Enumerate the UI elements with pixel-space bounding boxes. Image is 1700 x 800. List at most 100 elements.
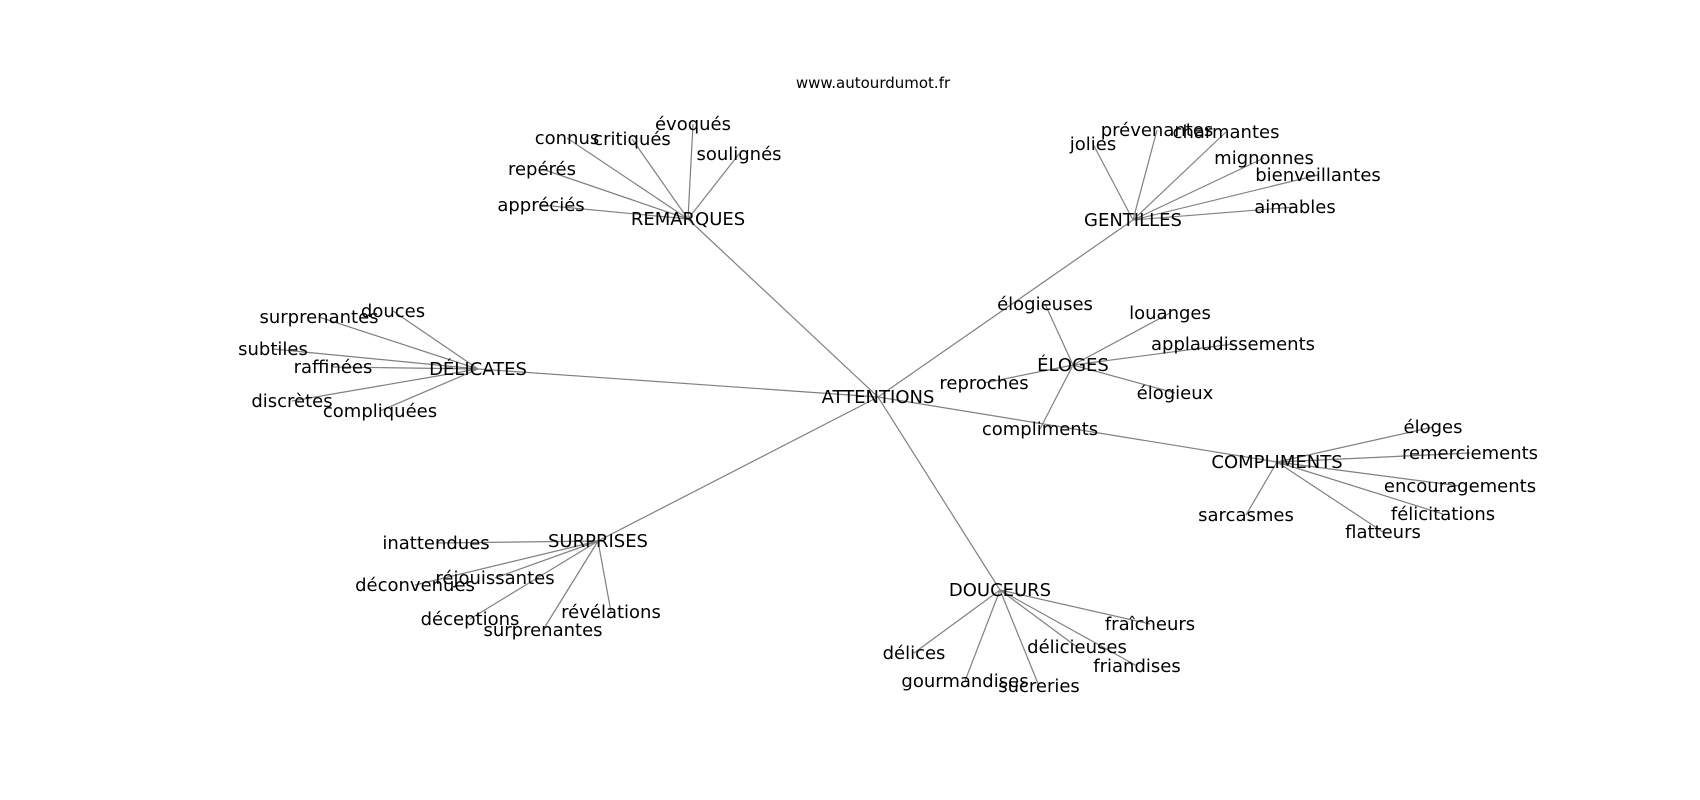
leaf-node-soulignes: soulignés [696, 144, 781, 165]
edge-attentions-compliments_hub [877, 396, 1278, 463]
edge-surprises-deceptions [469, 540, 599, 620]
leaf-node-raffinees: raffinées [294, 357, 373, 378]
edge-attentions-surprises [597, 396, 879, 542]
edge-eloges-elogieux [1072, 364, 1176, 394]
labels-layer: ATTENTIONS REMARQUES GENTILLES DÉLICATES ÉLO… [238, 114, 1538, 697]
edge-compliments_hub-remerciements [1276, 452, 1471, 463]
edge-delicates-raffinees [332, 366, 479, 370]
leaf-node-compliments_leaf: compliments [982, 419, 1098, 440]
leaf-node-reproches: reproches [939, 373, 1028, 394]
edge-douceurs-fraicheurs [999, 589, 1151, 625]
hub-node-compliments_hub: COMPLIMENTS [1211, 452, 1342, 473]
leaf-node-louanges: louanges [1129, 303, 1211, 324]
leaf-node-deconvenues: déconvenues [355, 575, 475, 596]
edges-layer [272, 123, 1471, 687]
leaf-node-fraicheurs: fraîcheurs [1105, 614, 1195, 635]
edge-delicates-discretes [291, 368, 479, 402]
leaf-node-surprenantes_s: surprenantes [483, 620, 602, 641]
edge-surprises-revelations [597, 540, 612, 613]
leaf-node-bienveillantes: bienveillantes [1255, 165, 1381, 186]
leaf-node-delices: délices [883, 643, 946, 664]
leaf-node-douces: douces [361, 301, 425, 322]
leaf-node-encouragements: encouragements [1384, 476, 1536, 497]
edge-gentilles-prevenantes [1132, 129, 1158, 221]
edge-eloges-compliments_leaf [1039, 364, 1074, 430]
source-label: www.autourdumot.fr [796, 74, 951, 92]
edge-gentilles-aimables [1132, 206, 1296, 221]
edge-gentilles-bienveillantes [1132, 174, 1319, 221]
hub-node-eloges: ÉLOGES [1037, 354, 1109, 376]
edge-surprises-surprenantes_s [542, 540, 599, 631]
edge-attentions-delicates [477, 368, 879, 398]
leaf-node-eloges_leaf: éloges [1404, 417, 1463, 438]
edge-surprises-rejouissantes [494, 540, 599, 579]
edge-eloges-louanges [1072, 312, 1171, 366]
leaf-node-critiques: critiqués [593, 129, 671, 150]
edge-attentions-douceurs [877, 396, 1001, 591]
edge-gentilles-jolies [1092, 143, 1134, 221]
edge-compliments_hub-encouragements [1276, 461, 1461, 487]
edge-compliments_hub-flatteurs [1276, 461, 1384, 533]
leaf-node-deceptions: déceptions [421, 609, 520, 630]
leaf-node-friandises: friandises [1093, 656, 1180, 677]
leaf-node-rejouissantes: réjouissantes [435, 568, 554, 589]
leaf-node-elogieux: élogieux [1137, 383, 1214, 404]
edge-eloges-applaudissements [1072, 343, 1234, 366]
edge-douceurs-sucreries [999, 589, 1040, 687]
leaf-node-gourmandises: gourmandises [901, 671, 1028, 692]
leaf-node-subtiles: subtiles [238, 339, 308, 360]
leaf-node-applaudissements: applaudissements [1151, 334, 1315, 355]
edge-eloges-reproches [983, 364, 1074, 384]
edge-surprises-deconvenues [414, 540, 599, 586]
hub-node-douceurs: DOUCEURS [949, 580, 1051, 601]
edge-delicates-surprenantes_d [318, 316, 479, 370]
leaf-node-elogieuses: élogieuses [997, 294, 1093, 315]
hub-node-attentions: ATTENTIONS [822, 387, 935, 408]
hub-node-delicates: DÉLICATES [429, 358, 527, 380]
leaf-node-flatteurs: flatteurs [1345, 522, 1421, 543]
leaf-node-surprenantes_d: surprenantes [259, 307, 378, 328]
edge-delicates-subtiles [272, 348, 479, 370]
hub-node-gentilles: GENTILLES [1084, 210, 1182, 231]
edge-compliments_hub-sarcasmes [1245, 461, 1278, 516]
edge-remarques-critiques [631, 138, 689, 220]
leaf-node-mignonnes: mignonnes [1214, 148, 1314, 169]
leaf-node-evoques: évoqués [655, 114, 731, 135]
leaf-node-sarcasmes: sarcasmes [1198, 505, 1294, 526]
edge-gentilles-charmantes [1132, 131, 1227, 221]
edge-remarques-connus [566, 137, 689, 220]
leaf-node-jolies: jolies [1069, 134, 1116, 155]
edge-compliments_hub-eloges_leaf [1276, 426, 1434, 463]
leaf-node-remerciements: remerciements [1402, 443, 1538, 464]
leaf-node-delicieuses: délicieuses [1027, 637, 1127, 658]
leaf-node-revelations: révélations [561, 602, 661, 623]
leaf-node-felicitations: félicitations [1391, 504, 1495, 525]
leaf-node-aimables: aimables [1254, 197, 1335, 218]
edge-douceurs-delices [913, 589, 1001, 654]
leaf-node-connus: connus [535, 128, 600, 149]
edge-douceurs-delicieuses [999, 589, 1078, 648]
leaf-node-compliquees: compliquées [323, 401, 437, 422]
leaf-node-inattendues: inattendues [382, 533, 489, 554]
edge-remarques-apprecies [540, 204, 689, 220]
leaf-node-charmantes: charmantes [1173, 122, 1280, 143]
hub-node-surprises: SURPRISES [548, 531, 648, 552]
leaf-node-reperes: repérés [508, 159, 576, 180]
edge-remarques-reperes [541, 168, 689, 220]
edge-douceurs-gourmandises [964, 589, 1001, 682]
edge-remarques-evoques [687, 123, 694, 220]
leaf-node-discretes: discrètes [251, 391, 332, 412]
edge-surprises-inattendues [435, 540, 599, 544]
edge-eloges-elogieuses [1044, 303, 1074, 366]
hub-node-remarques: REMARQUES [631, 209, 745, 230]
leaf-node-apprecies: appréciés [497, 195, 584, 216]
edge-attentions-remarques [687, 218, 879, 398]
edge-attentions-gentilles [877, 219, 1134, 398]
edge-remarques-soulignes [687, 153, 740, 220]
edge-gentilles-mignonnes [1132, 157, 1265, 221]
edge-douceurs-friandises [999, 589, 1138, 667]
edge-compliments_hub-felicitations [1276, 461, 1444, 515]
edge-delicates-douces [392, 310, 479, 370]
edge-delicates-compliquees [379, 368, 479, 412]
